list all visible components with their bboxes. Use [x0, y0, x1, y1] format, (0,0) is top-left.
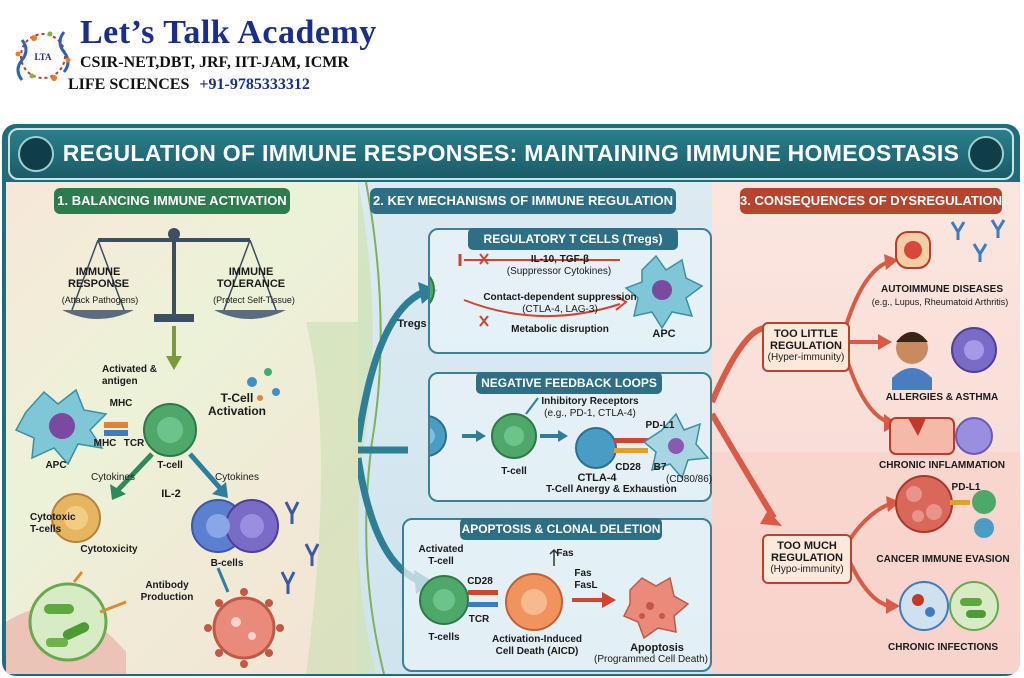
bacteria-icon — [18, 136, 54, 172]
header: LTA Let’s Talk Academy CSIR-NET,DBT, JRF… — [0, 0, 1024, 120]
feedback-illustration — [430, 397, 710, 480]
feedback-tcell: T-cell — [501, 466, 527, 477]
feedback-pdl1: PD-L1 — [645, 420, 675, 431]
autoimmune-label: AUTOIMMUNE DISEASES — [880, 284, 1004, 295]
t-cell-activation-label: T-Cell Activation — [207, 391, 266, 418]
tregs-contact: Contact-dependent suppression — [483, 292, 637, 303]
tregs-metabolic: Metabolic disruption — [511, 324, 609, 335]
activated-antigen-label: Activated & antigen — [102, 364, 158, 387]
antibody-label: Antibody Production — [140, 580, 194, 603]
too-much-box: TOO MUCH REGULATION (Hypo-immunity) — [762, 534, 852, 584]
apoptosis-cd28: CD28 — [467, 576, 493, 587]
feedback-inhibitory: Inhibitory Receptors — [541, 396, 639, 407]
tregs-apc-label: APC — [652, 328, 676, 340]
tregs-cytokines: IL-10, TGF-β — [530, 254, 590, 265]
immune-tolerance-label: IMMUNE TOLERANCE — [216, 266, 286, 290]
apoptosis-aicd: Activation-Induced Cell Death (AICD) — [492, 634, 583, 657]
subject: LIFE SCIENCES — [68, 76, 190, 93]
too-little-label: TOO LITTLE REGULATION — [770, 328, 842, 352]
too-much-sub: (Hypo-immunity) — [770, 564, 844, 575]
section3-heading: 3. CONSEQUENCES OF DYSREGULATION — [740, 188, 1002, 214]
immune-response-label: IMMUNE RESPONSE — [68, 266, 130, 290]
feedback-anergy: T-Cell Anergy & Exhaustion — [546, 484, 677, 495]
cytotoxicity-label: Cytotoxicity — [80, 544, 138, 555]
feedback-ctla4: CTLA-4 — [577, 472, 617, 484]
t-cell-label: T-cell — [157, 460, 183, 471]
section1-heading: 1. BALANCING IMMUNE ACTIVATION — [54, 188, 290, 214]
section-balancing: 1. BALANCING IMMUNE ACTIVATION IMMUNE RE… — [6, 182, 358, 674]
tregs-contact-sub: (CTLA-4, LAG-3) — [522, 304, 598, 315]
feedback-inhibitory-sub: (e.g., PD-1, CTLA-4) — [544, 408, 636, 419]
il2-label: IL-2 — [161, 488, 181, 500]
cytokines-right-label: Cytokines — [215, 472, 259, 483]
tregs-illustration — [430, 253, 704, 330]
cytokines-left-label: Cytokines — [91, 472, 135, 483]
subject-line: LIFE SCIENCES +91-9785333312 — [68, 76, 310, 94]
mhc-label-1: MHC — [109, 398, 133, 409]
t-cell — [143, 403, 197, 457]
inflammation-label: CHRONIC INFLAMMATION — [879, 460, 1005, 471]
apc-cell — [14, 388, 108, 466]
cancer-pdl1: PD-L1 — [951, 482, 981, 493]
autoimmune-sub: (e.g., Lupus, Rheumatoid Arthritis) — [871, 297, 1009, 307]
apoptosis-title: APOPTOSIS & CLONAL DELETION — [460, 518, 662, 540]
infections-label: CHRONIC INFECTIONS — [888, 642, 998, 653]
apoptosis-tcr: TCR — [468, 614, 490, 625]
allergies-label: ALLERGIES & ASTHMA — [885, 392, 999, 403]
cancer-label: CANCER IMMUNE EVASION — [876, 554, 1010, 565]
too-little-sub: (Hyper-immunity) — [767, 352, 845, 363]
cytotoxic-label: Cytotoxic T-cells — [30, 512, 76, 535]
tregs-label: Tregs — [397, 318, 427, 330]
too-much-label: TOO MUCH REGULATION — [771, 540, 843, 564]
immune-tolerance-sub: (Protect Self-Tissue) — [213, 295, 295, 305]
brand-name: Let’s Talk Academy — [80, 14, 377, 51]
infographic-frame: REGULATION OF IMMUNE RESPONSES: MAINTAIN… — [2, 124, 1020, 676]
tregs-title: REGULATORY T CELLS (Tregs) — [468, 228, 678, 250]
virus-icon — [968, 136, 1004, 172]
immune-response-sub: (Attack Pathogens) — [61, 295, 139, 305]
feedback-title: NEGATIVE FEEDBACK LOOPS — [476, 372, 662, 394]
exam-list: CSIR-NET,DBT, JRF, IIT-JAM, ICMR — [80, 54, 349, 71]
tregs-box: REGULATORY T CELLS (Tregs) IL-10, TGF-β … — [397, 228, 712, 354]
section2-heading: 2. KEY MECHANISMS OF IMMUNE REGULATION — [370, 188, 676, 214]
too-little-box: TOO LITTLE REGULATION (Hyper-immunity) — [762, 322, 850, 372]
apoptosis-box: APOPTOSIS & CLONAL DELETION Activated T-… — [402, 518, 712, 672]
apoptosis-sub: (Programmed Cell Death) — [594, 654, 708, 665]
logo-text: LTA — [34, 52, 52, 62]
title-banner: REGULATION OF IMMUNE RESPONSES: MAINTAIN… — [8, 128, 1014, 180]
section-dysregulation: 3. CONSEQUENCES OF DYSREGULATION TOO LIT… — [712, 182, 1020, 674]
infographic-title: REGULATION OF IMMUNE RESPONSES: MAINTAIN… — [62, 140, 960, 166]
feedback-box: NEGATIVE FEEDBACK LOOPS Inhibitory Recep… — [428, 372, 712, 502]
apoptosis-fas-1: Fas — [556, 548, 574, 559]
apoptosis-label: Apoptosis — [630, 642, 684, 654]
tregs-cytokines-sub: (Suppressor Cytokines) — [506, 266, 612, 277]
section3-illustration — [712, 219, 1020, 674]
mhc-label-2: MHC — [93, 438, 117, 449]
apoptosis-tcells: T-cells — [428, 632, 460, 643]
tcr-label: TCR — [123, 438, 145, 449]
feedback-cd8086: (CD80/86) — [666, 474, 712, 485]
b-cells-label: B-cells — [210, 558, 244, 569]
apc-label: APC — [45, 460, 67, 471]
section-mechanisms: 2. KEY MECHANISMS OF IMMUNE REGULATION R… — [358, 182, 712, 674]
feedback-cd28: CD28 — [615, 462, 641, 473]
apoptosis-activated: Activated T-cell — [418, 544, 464, 567]
apoptosis-illustration — [419, 548, 690, 640]
academy-logo-icon: LTA — [15, 31, 71, 81]
apoptosis-fas-2: Fas — [574, 568, 592, 579]
apoptosis-fasl: FasL — [574, 580, 598, 591]
section1-illustration — [6, 228, 358, 674]
phone-number: +91-9785333312 — [199, 76, 310, 93]
feedback-b7: B7 — [653, 462, 667, 473]
